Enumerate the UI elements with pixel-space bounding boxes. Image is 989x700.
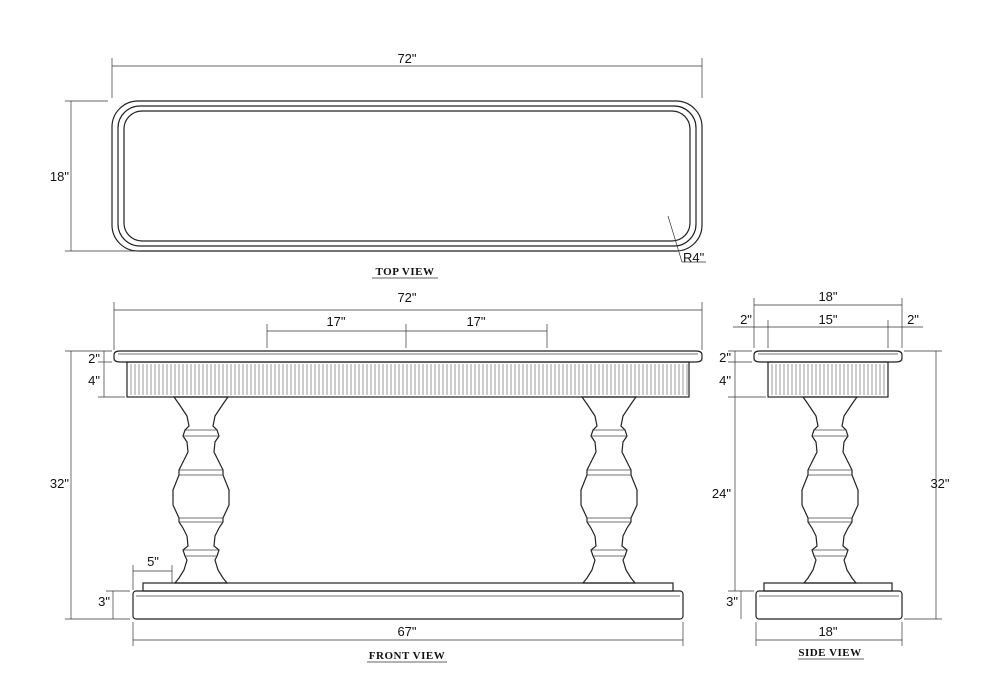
side-height-label: 32" bbox=[930, 476, 949, 491]
side-width-label: 18" bbox=[818, 289, 837, 304]
top-view: 72" 18" R4" TOP VIEW bbox=[50, 51, 706, 279]
top-radius-label: R4" bbox=[683, 250, 705, 265]
side-base bbox=[755, 590, 903, 620]
side-leg-label: 24" bbox=[712, 486, 731, 501]
top-edge bbox=[117, 105, 697, 247]
side-apron-flutes bbox=[771, 364, 885, 395]
side-apron-label: 4" bbox=[719, 373, 731, 388]
front-top-thk-label: 2" bbox=[88, 351, 100, 366]
front-view: 72" 17" 17" 32" 2" 4" 5" 3" 67" FRONT VI… bbox=[50, 290, 703, 663]
front-pedestal-right bbox=[580, 396, 638, 584]
top-view-title: TOP VIEW bbox=[376, 266, 435, 278]
top-inner bbox=[123, 110, 691, 242]
front-plinth bbox=[142, 582, 674, 592]
side-view-title: SIDE VIEW bbox=[798, 647, 861, 659]
front-apron bbox=[126, 361, 690, 398]
side-pedestal bbox=[801, 396, 859, 584]
front-apron-flutes bbox=[130, 364, 688, 395]
front-spacing-right-label: 17" bbox=[466, 314, 485, 329]
side-plinth bbox=[763, 582, 893, 592]
front-tabletop bbox=[113, 350, 703, 363]
side-top-thk-label: 2" bbox=[719, 350, 731, 365]
pedestal-profile bbox=[580, 396, 638, 584]
side-view: 18" 2" 15" 2" 2" 4" 24" 3" 32" 18" SIDE … bbox=[712, 289, 950, 660]
top-width-label: 72" bbox=[397, 51, 416, 66]
front-width-label: 72" bbox=[397, 290, 416, 305]
top-radius-leader bbox=[667, 215, 683, 263]
front-height-label: 32" bbox=[50, 476, 69, 491]
front-base-width-label: 67" bbox=[397, 624, 416, 639]
pedestal-profile bbox=[801, 396, 859, 584]
top-depth-label: 18" bbox=[50, 169, 69, 184]
side-tabletop bbox=[753, 350, 903, 363]
front-base bbox=[132, 590, 684, 620]
front-pedestal-left bbox=[172, 396, 230, 584]
front-apron-label: 4" bbox=[88, 373, 100, 388]
side-right-overhang-label: 2" bbox=[907, 312, 919, 327]
top-outline bbox=[111, 100, 703, 252]
front-spacing-left-label: 17" bbox=[326, 314, 345, 329]
pedestal-profile bbox=[172, 396, 230, 584]
side-base-width-label: 18" bbox=[818, 624, 837, 639]
front-base-thk-label: 3" bbox=[98, 594, 110, 609]
front-view-title: FRONT VIEW bbox=[369, 650, 445, 662]
side-left-overhang-label: 2" bbox=[740, 312, 752, 327]
front-plinth-offset-label: 5" bbox=[147, 554, 159, 569]
side-inner-label: 15" bbox=[818, 312, 837, 327]
side-base-thk-label: 3" bbox=[726, 594, 738, 609]
